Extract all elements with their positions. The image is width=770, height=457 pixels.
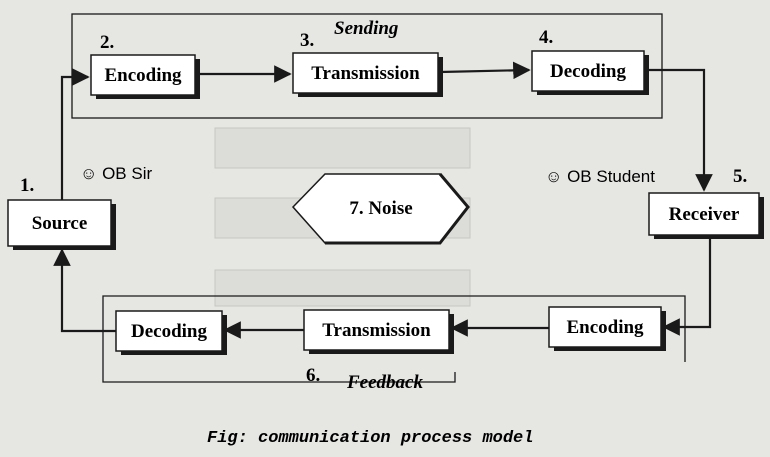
arrow-source-to-encoding — [60, 68, 90, 200]
arrow-decoding-to-source — [53, 248, 116, 333]
decoding-top-label: Decoding — [550, 61, 627, 82]
sending-group-label: Sending — [334, 18, 398, 39]
transmission-top-label: Transmission — [311, 63, 420, 84]
sending-group-frame — [71, 13, 663, 119]
decoding-bottom-label: Decoding — [131, 321, 208, 342]
node-boxes — [7, 50, 764, 355]
ob-student-note: ☺ OB Student — [545, 167, 655, 186]
encoding-top-label: Encoding — [104, 65, 182, 86]
transmission-bottom-label: Transmission — [322, 320, 431, 341]
encoding-top-number: 2. — [100, 32, 114, 53]
receiver-label: Receiver — [669, 204, 740, 225]
encoding-bottom-label: Encoding — [566, 317, 644, 338]
arrow-transmission-to-decoding — [439, 61, 531, 80]
decoding-top-number: 4. — [539, 27, 553, 48]
transmission-top-number: 3. — [300, 30, 314, 51]
ob-sir-note: ☺ OB Sir — [80, 164, 152, 183]
feedback-number: 6. — [306, 365, 320, 386]
feedback-group-label: Feedback — [346, 372, 423, 393]
flow-arrows — [53, 61, 713, 339]
feedback-group-frame — [102, 295, 686, 383]
figure-caption: Fig: communication process model — [207, 429, 533, 448]
source-number: 1. — [20, 175, 34, 196]
arrow-receiver-to-encoding — [662, 237, 712, 336]
receiver-number: 5. — [733, 166, 747, 187]
arrow-decoding-to-receiver — [646, 68, 713, 192]
noise-label: 7. Noise — [349, 198, 412, 219]
source-label: Source — [32, 213, 88, 234]
